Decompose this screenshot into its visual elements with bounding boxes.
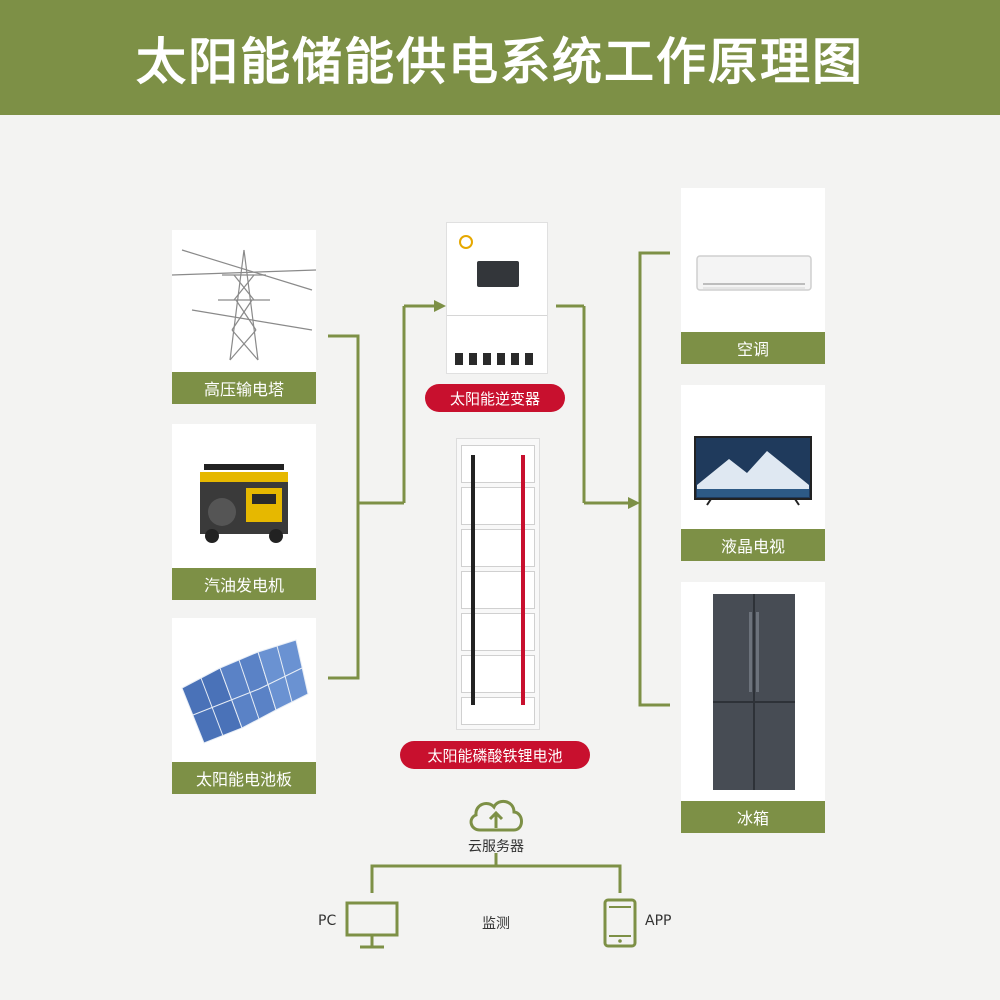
pc-label: PC <box>318 913 337 929</box>
load-label: 空调 <box>681 332 825 364</box>
solar-panel-icon <box>181 639 309 744</box>
cloud-upload-icon <box>469 799 523 832</box>
load-label: 液晶电视 <box>681 529 825 561</box>
source-card-solar-panel: 太阳能电池板 <box>172 618 316 794</box>
source-card-generator: 汽油发电机 <box>172 424 316 600</box>
monitor-label: 监测 <box>482 916 510 932</box>
app-label: APP <box>645 913 672 929</box>
source-label: 太阳能电池板 <box>172 762 316 794</box>
battery-stack <box>456 438 540 730</box>
cloud-server-label: 云服务器 <box>468 839 524 855</box>
inverter-ports <box>455 353 539 365</box>
source-label: 汽油发电机 <box>172 568 316 600</box>
inverter-device <box>446 222 548 374</box>
inverter-logo <box>459 235 473 249</box>
generator-icon <box>200 464 288 543</box>
battery-cable-red <box>521 455 525 705</box>
load-card-air-conditioner: 空调 <box>681 188 825 364</box>
header-banner: 太阳能储能供电系统工作原理图 <box>0 0 1000 115</box>
inverter-divider <box>447 315 547 316</box>
air-conditioner-icon <box>696 255 812 291</box>
page-title: 太阳能储能供电系统工作原理图 <box>136 32 864 91</box>
source-card-power-tower: 高压输电塔 <box>172 230 316 404</box>
inverter-screen <box>477 261 519 287</box>
battery-label: 太阳能磷酸铁锂电池 <box>400 741 590 769</box>
load-card-tv: 液晶电视 <box>681 385 825 561</box>
battery-cable-black <box>471 455 475 705</box>
power-tower-icon <box>172 249 316 361</box>
load-card-refrigerator: 冰箱 <box>681 582 825 833</box>
source-label: 高压输电塔 <box>172 372 316 404</box>
load-label: 冰箱 <box>681 801 825 833</box>
refrigerator-icon <box>713 594 795 790</box>
pc-monitor-icon <box>345 901 399 949</box>
inverter-label: 太阳能逆变器 <box>425 384 565 412</box>
tv-icon <box>694 436 812 506</box>
mobile-phone-icon <box>603 898 637 948</box>
